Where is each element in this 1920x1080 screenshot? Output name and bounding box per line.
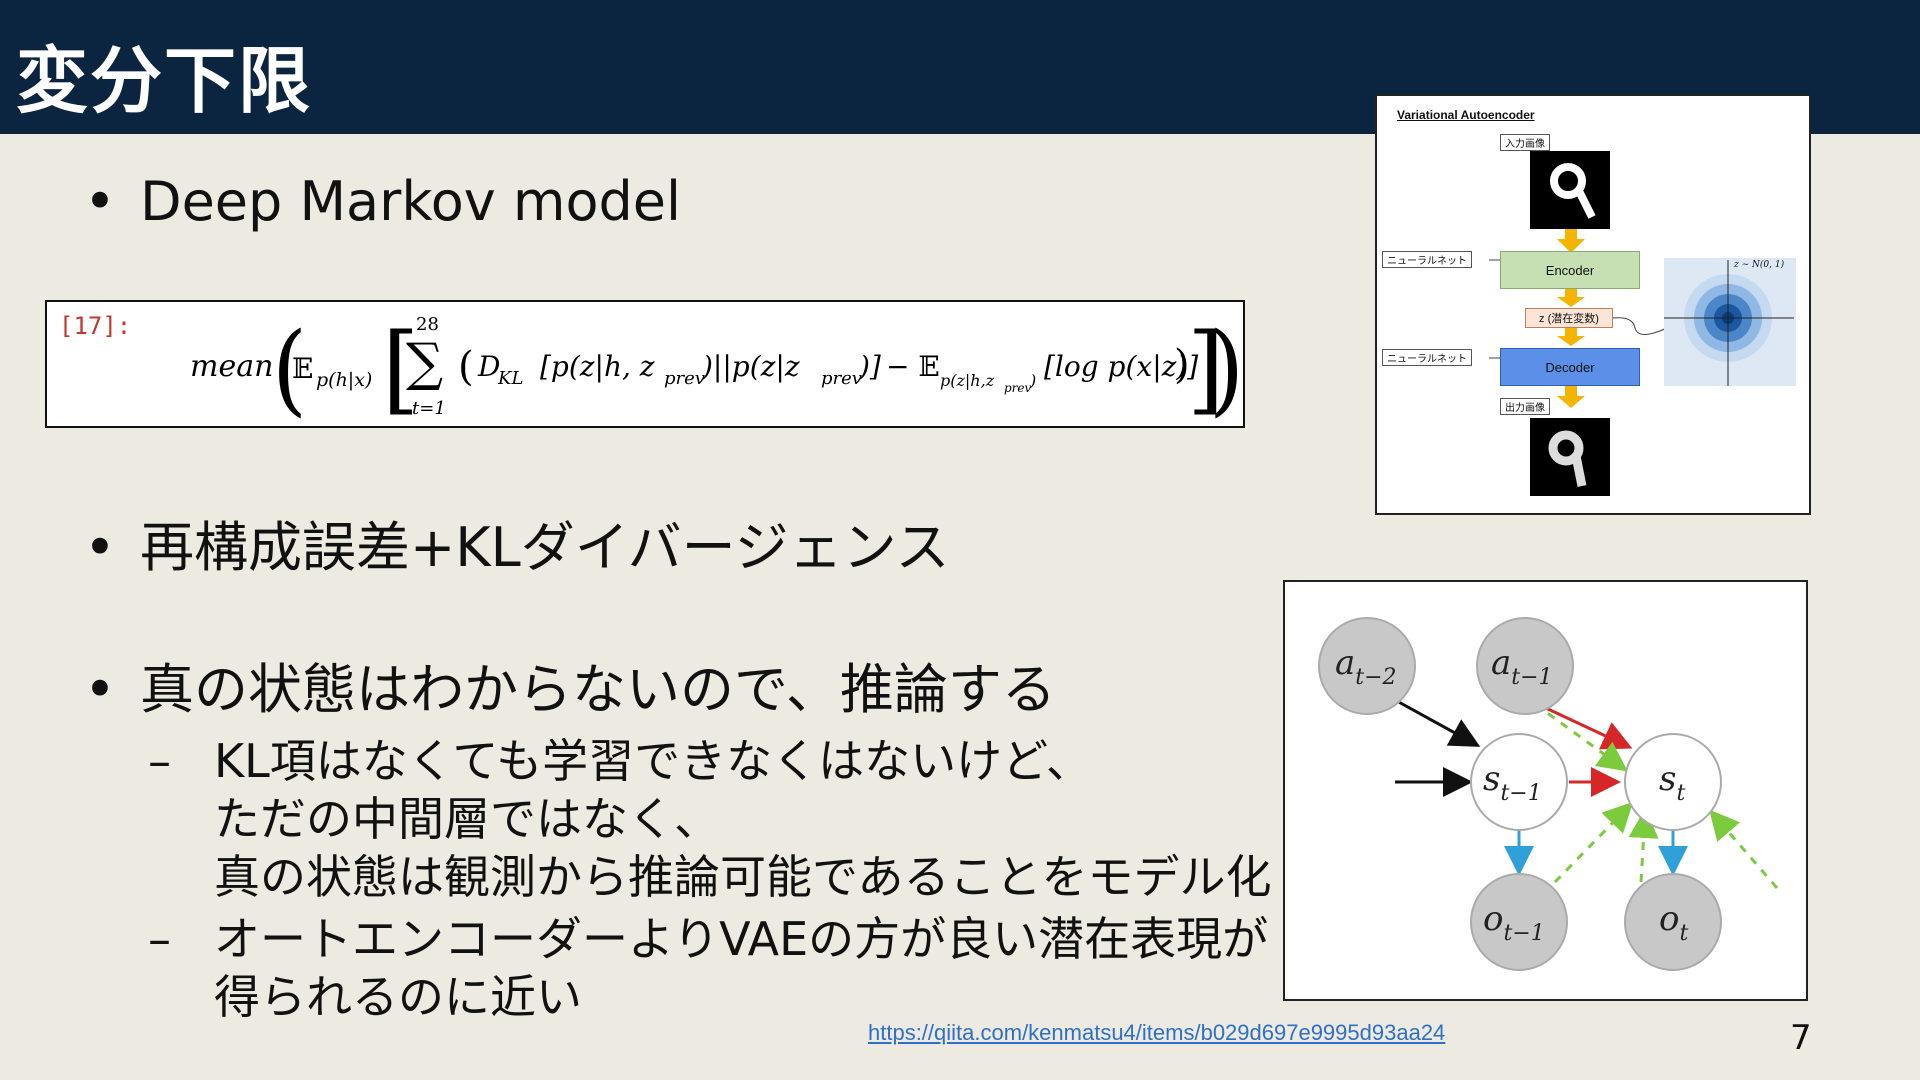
sub-bullet-kl: – KL項はなくても学習できなくはないけど、 ただの中間層ではなく、 真の状態は… xyxy=(148,732,1272,906)
formula-cell: [17]: mean ( 𝔼 p(h|x) [ 28 ∑ t=1 ( D KL … xyxy=(45,300,1245,428)
bullet-dot: • xyxy=(84,516,116,579)
output-image-label: 出力画像 xyxy=(1500,398,1550,415)
bullet-text: Deep Markov model xyxy=(140,170,682,233)
sub-bullet-line: 真の状態は観測から推論可能であることをモデル化 xyxy=(214,850,1272,904)
bullet-text: 真の状態はわからないので、推論する xyxy=(140,658,1056,721)
node-a-t1-sub: t−1 xyxy=(1511,665,1552,690)
cell-label: [17]: xyxy=(59,312,132,340)
arrow-down-icon xyxy=(1557,289,1585,307)
sub-bullet-dash: – xyxy=(148,734,171,788)
svg-text:at−2: at−2 xyxy=(1335,643,1397,690)
node-o-t1-base: o xyxy=(1483,899,1503,939)
expect-subscript: p(h|x) xyxy=(316,369,372,391)
formula-math: mean ( 𝔼 p(h|x) [ 28 ∑ t=1 ( D KL [p(z|h… xyxy=(190,312,1237,427)
paren-open: ( xyxy=(458,344,474,390)
d-subscript: KL xyxy=(497,368,523,389)
node-s-t1 xyxy=(1470,733,1568,831)
node-o-t1 xyxy=(1470,873,1568,971)
arrow-down-icon xyxy=(1557,386,1585,408)
node-s-t1-sub: t−1 xyxy=(1500,781,1541,806)
sub-bullet-line: 得られるのに近い xyxy=(214,970,582,1024)
nn-label-decoder: ニューラルネット xyxy=(1382,349,1472,366)
d-symbol: D xyxy=(477,350,500,383)
edge-green-o-t xyxy=(1628,808,1659,883)
reference-link[interactable]: https://qiita.com/kenmatsu4/items/b029d6… xyxy=(868,1020,1446,1045)
right-paren: ) xyxy=(1209,312,1237,427)
edge-green-o-t1 xyxy=(1553,801,1634,884)
sub-bullet-line: ただの中間層ではなく、 xyxy=(214,792,720,846)
node-o-t1-sub: t−1 xyxy=(1503,921,1544,946)
paren-close: ) xyxy=(1174,342,1190,388)
arrow-down-icon xyxy=(1557,328,1585,346)
kl-mid: )||p(z|z xyxy=(701,350,800,383)
node-o-t-base: o xyxy=(1659,899,1679,939)
sub-bullet-line: KL項はなくても学習できなくはないけど、 xyxy=(214,734,1092,788)
node-a-t2-base: a xyxy=(1335,643,1355,683)
sum-upper: 28 xyxy=(416,314,439,335)
svg-text:st: st xyxy=(1659,759,1685,806)
right-bracket: ] xyxy=(1187,313,1224,425)
expect-symbol: 𝔼 xyxy=(292,352,313,385)
edge-green-future xyxy=(1709,809,1779,889)
edge-a-t2-s-t1 xyxy=(1394,698,1481,747)
sum-lower: t=1 xyxy=(412,398,446,419)
node-s-t-base: s xyxy=(1659,759,1676,799)
node-a-t2-sub: t−2 xyxy=(1355,665,1396,690)
node-o-t-sub: t xyxy=(1679,921,1688,946)
vae-figure: Variational Autoencoder 入力画像 ニューラルネット En… xyxy=(1375,94,1811,515)
kl-args: [p(z|h, z xyxy=(540,350,655,383)
bullet-reconstruction: • 再構成誤差+KLダイバージェンス xyxy=(84,516,950,580)
node-a-t2 xyxy=(1318,617,1416,715)
output-digit-image xyxy=(1530,418,1610,496)
node-a-t1 xyxy=(1476,617,1574,715)
input-digit-image xyxy=(1530,151,1610,229)
connector-curve xyxy=(1613,317,1672,335)
svg-text:ot−1: ot−1 xyxy=(1483,899,1545,946)
edge-a-t1-s-t xyxy=(1532,700,1633,750)
page-number: 7 xyxy=(1790,1018,1812,1058)
latent-block: z (潜在変数) xyxy=(1525,308,1613,328)
sub-bullet-line: オートエンコーダーよりVAEの方が良い潜在表現が xyxy=(214,912,1269,966)
prev-sub-2: prev xyxy=(821,368,862,389)
prev-sub-3: prev xyxy=(1004,381,1032,395)
decoder-block: Decoder xyxy=(1500,348,1640,386)
vae-figure-title: Variational Autoencoder xyxy=(1397,108,1535,122)
mean-text: mean xyxy=(190,349,273,384)
encoder-block: Encoder xyxy=(1500,251,1640,289)
arrow-down-icon xyxy=(1557,229,1585,253)
node-s-t xyxy=(1624,733,1722,831)
bullet-dot: • xyxy=(84,170,116,233)
prev-sub-1: prev xyxy=(664,368,705,389)
latent-distribution-plot: z ∼ N(0, 1) xyxy=(1664,258,1796,386)
sub-bullet-dash: – xyxy=(148,912,171,966)
expect2-subscript: p(z|h,z xyxy=(940,371,995,390)
svg-text:ot: ot xyxy=(1659,899,1688,946)
sub-bullet-vae: – オートエンコーダーよりVAEの方が良い潜在表現が 得られるのに近い xyxy=(148,910,1269,1026)
prior-label: z ∼ N(0, 1) xyxy=(1734,260,1785,270)
input-image-label: 入力画像 xyxy=(1500,134,1550,151)
svg-text:st−1: st−1 xyxy=(1483,759,1542,806)
node-a-t1-base: a xyxy=(1491,643,1511,683)
node-o-t xyxy=(1624,873,1722,971)
title-bar: 変分下限 xyxy=(0,0,1920,134)
nn-label-encoder: ニューラルネット xyxy=(1382,251,1472,268)
left-paren: ( xyxy=(272,312,307,427)
bullet-inference: • 真の状態はわからないので、推論する xyxy=(84,658,1056,722)
log-term: [log p(x|z)] xyxy=(1044,350,1198,383)
expect2-subscript-end: ) xyxy=(1029,371,1036,390)
left-bracket: [ xyxy=(382,313,419,425)
node-s-t1-base: s xyxy=(1483,759,1500,799)
graphical-model-figure: at−2 at−1 st−1 st ot−1 ot xyxy=(1283,580,1808,1001)
svg-text:at−1: at−1 xyxy=(1491,643,1553,690)
node-s-t-sub: t xyxy=(1676,781,1685,806)
bullet-deep-markov: • Deep Markov model xyxy=(84,170,682,234)
sum-symbol: ∑ xyxy=(406,333,443,393)
bullet-dot: • xyxy=(84,658,116,721)
edge-green-a xyxy=(1534,702,1628,772)
bullet-text: 再構成誤差+KLダイバージェンス xyxy=(140,516,950,579)
kl-end: )] xyxy=(858,350,881,383)
minus-expect: − 𝔼 xyxy=(886,350,940,383)
slide-title: 変分下限 xyxy=(16,39,313,123)
